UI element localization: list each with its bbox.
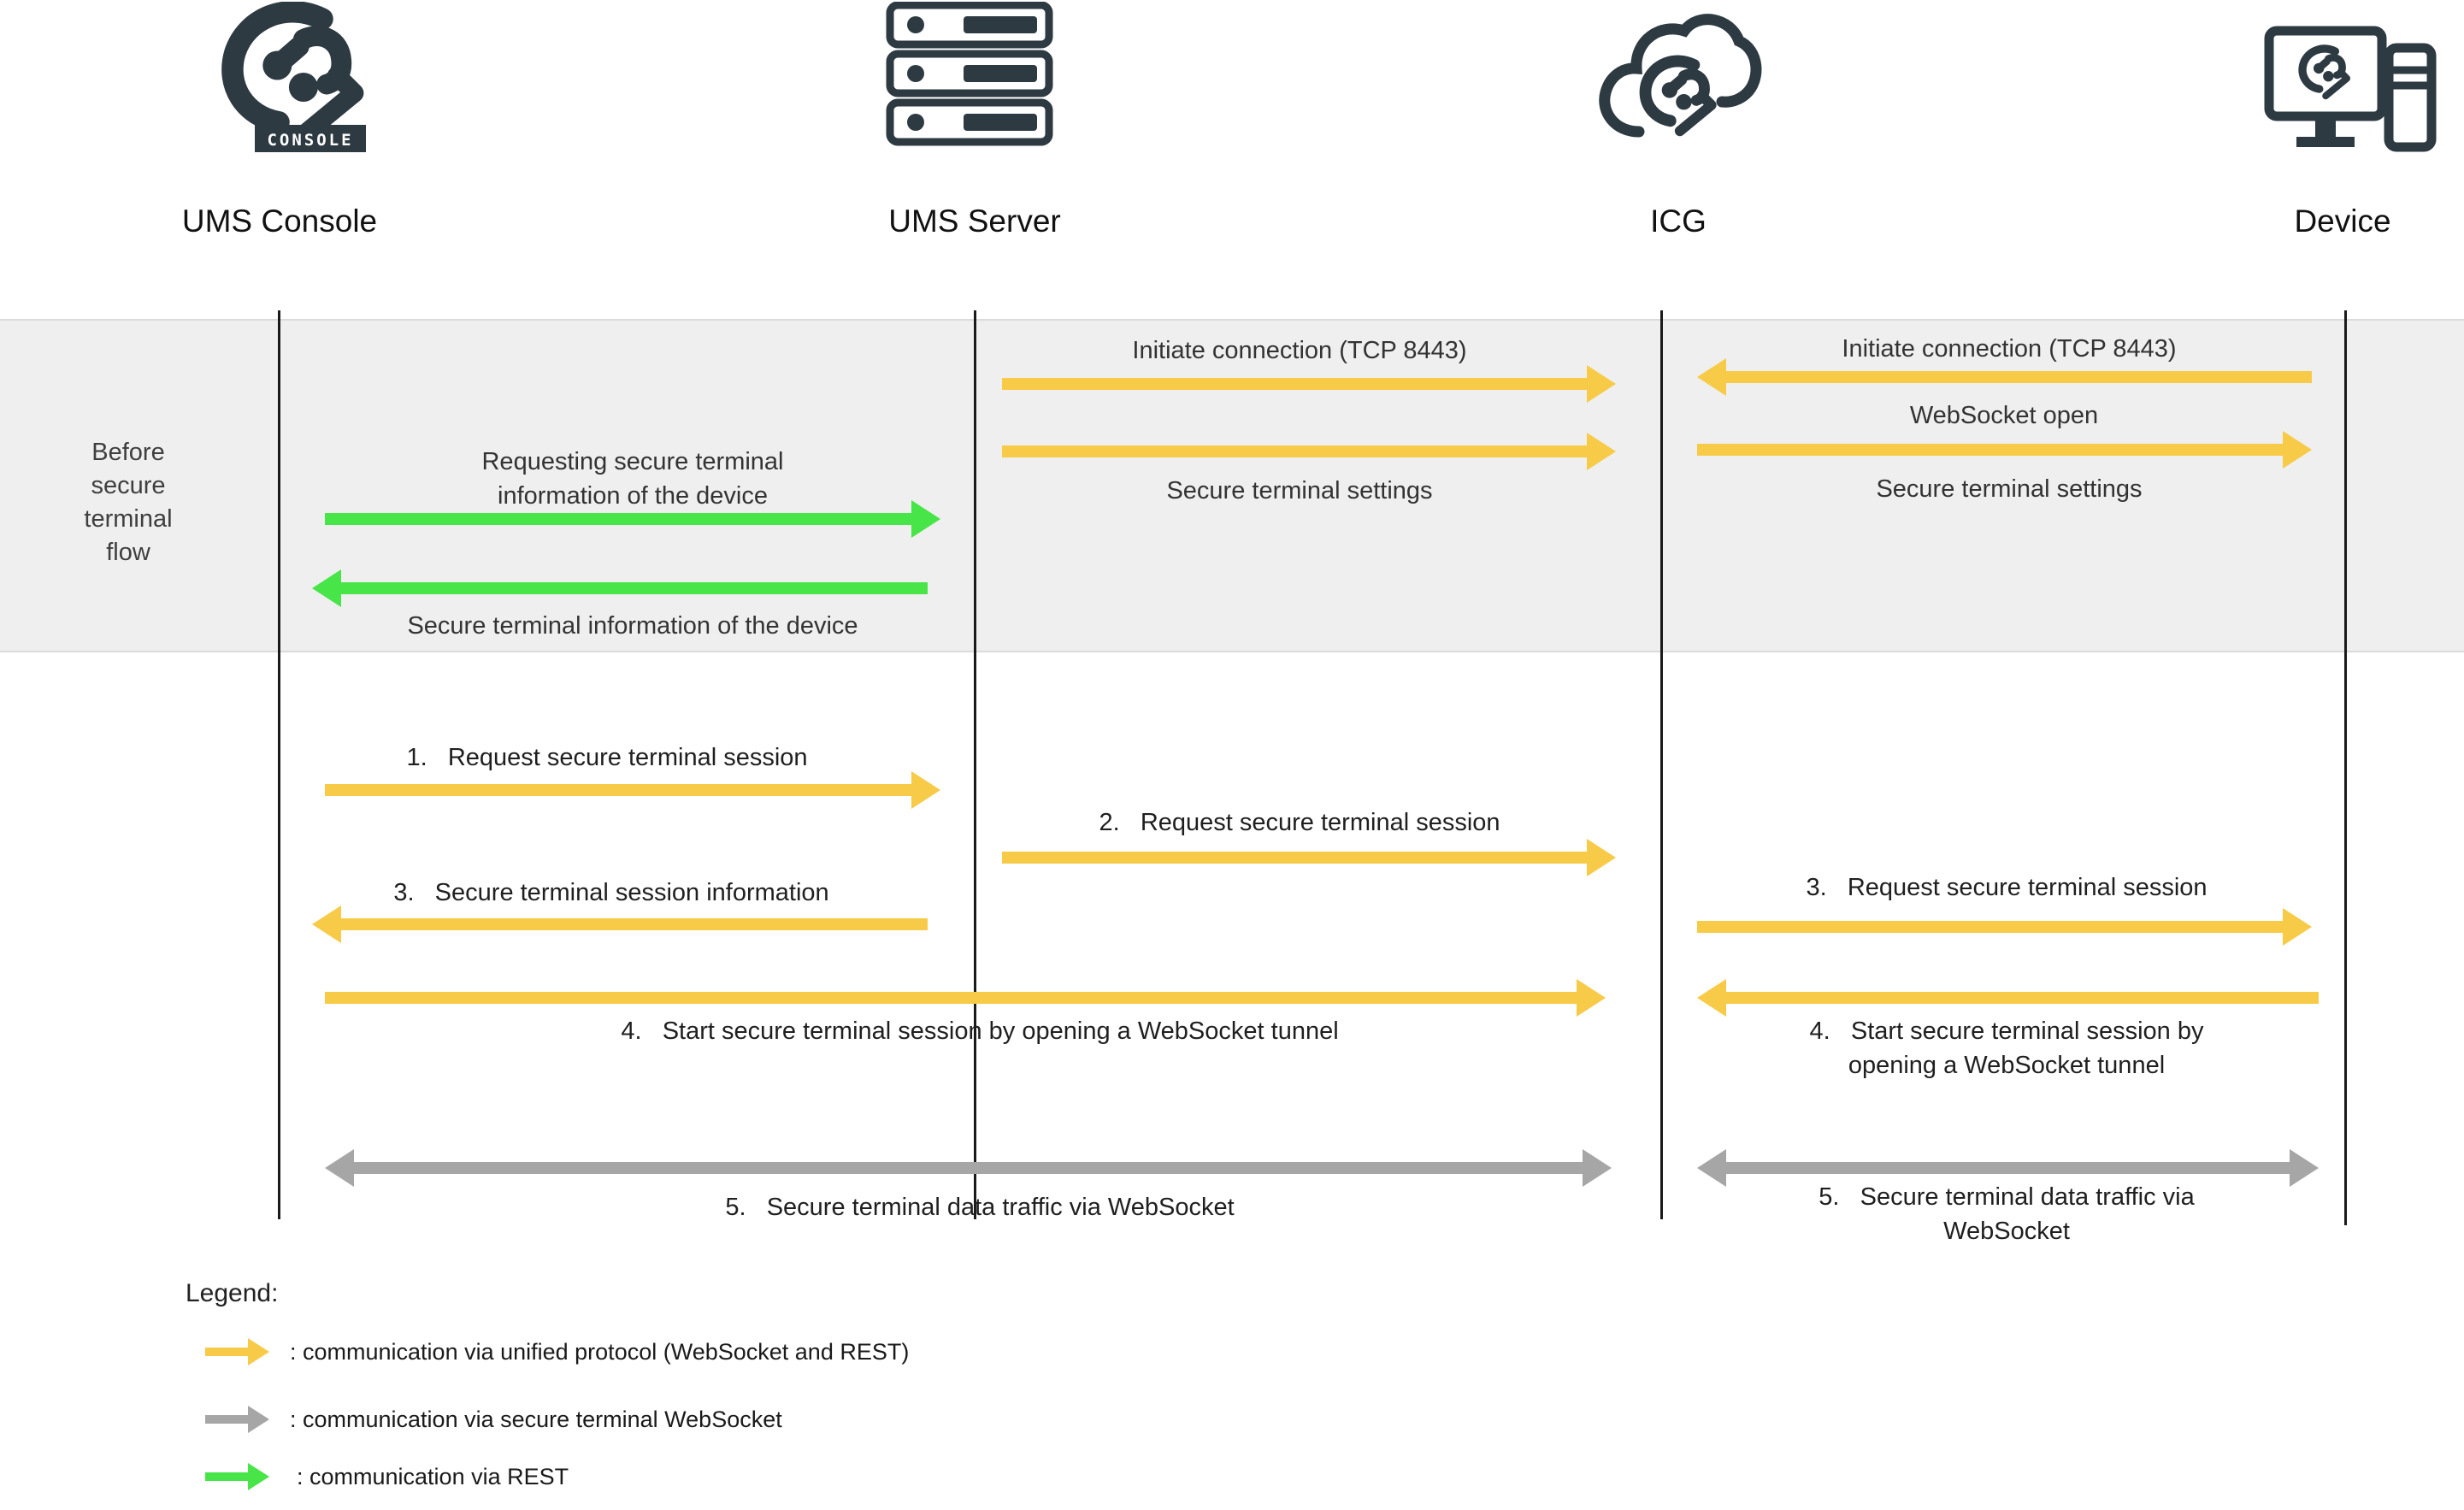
lifeline-icg [1660,310,1663,1219]
band-arrow-websocket-open-icg-device [1697,444,2283,456]
flow-label-3-right: 3. Request secure terminal session [1806,874,2208,901]
flow-label-4-left: 4. Start secure terminal session by open… [621,1017,1339,1045]
band-msg-label-initiate-device-icg: Initiate connection (TCP 8443) [1842,335,2177,363]
ums-console-logo-icon: CONSOLE [214,2,366,152]
flow-arrow-1-console-server [325,784,911,796]
flow-arrow-4-console-icg [325,992,1577,1004]
actor-label-ums-console: UMS Console [181,203,378,239]
server-stack-icon [886,2,1053,146]
legend-title: Legend: [186,1279,279,1307]
lifeline-ums-console [278,310,280,1219]
legend-label-rest: : communication via REST [297,1464,569,1489]
actor-label-icg: ICG [1650,203,1707,239]
flow-arrow-5-icg-device [1726,1162,2290,1174]
flow-arrow-2-server-icg [1002,852,1587,864]
flow-arrow-4-device-icg [1726,992,2319,1004]
band-msg-label-settings-ums-icg: Secure terminal settings [1166,477,1433,504]
lifeline-device [2344,310,2347,1225]
legend-label-unified: : communication via unified protocol (We… [290,1339,910,1365]
device-icon [2264,26,2437,152]
legend-label-secure-terminal: : communication via secure terminal WebS… [290,1407,782,1432]
band-msg-label-websocket-open: WebSocket open [1909,402,2099,429]
console-badge-text: CONSOLE [267,131,353,150]
band-msg-label-initiate-ums-icg: Initiate connection (TCP 8443) [1132,337,1467,364]
band-arrow-settings-ums-icg [1002,445,1587,457]
flow-label-5-left: 5. Secure terminal data traffic via WebS… [725,1194,1235,1221]
flow-label-4-right: 4. Start secure terminal session by open… [1809,1017,2204,1080]
lifeline-ums-server [974,310,976,1219]
actor-label-device: Device [2294,203,2391,239]
band-msg-label-settings-icg-device: Secure terminal settings [1876,475,2143,503]
band-msg-label-requesting-info: Requesting secure terminal information o… [481,448,784,510]
legend-arrow-unified [205,1348,248,1356]
flow-arrow-3-icg-device [1697,921,2283,933]
flow-label-1: 1. Request secure terminal session [406,744,808,771]
band-msg-label-info-response: Secure terminal information of the devic… [407,612,858,640]
flow-label-2: 2. Request secure terminal session [1099,809,1500,836]
flow-label-3-left: 3. Secure terminal session information [393,879,829,906]
actor-label-ums-server: UMS Server [888,203,1061,239]
icg-cloud-icon [1599,14,1762,138]
band-arrow-initiate-ums-icg [1002,378,1587,390]
band-side-label: Before secure terminal flow [84,439,173,567]
band-arrow-initiate-device-icg [1726,371,2312,383]
band-arrow-requesting-info [325,513,911,525]
legend-arrow-rest [205,1472,248,1481]
flow-label-5-right: 5. Secure terminal data traffic via WebS… [1819,1183,2195,1246]
flow-arrow-5-console-icg [354,1162,1583,1174]
band-arrow-info-response [341,582,928,594]
flow-arrow-3-server-console [341,918,928,930]
legend-arrow-secure-terminal [205,1415,248,1424]
